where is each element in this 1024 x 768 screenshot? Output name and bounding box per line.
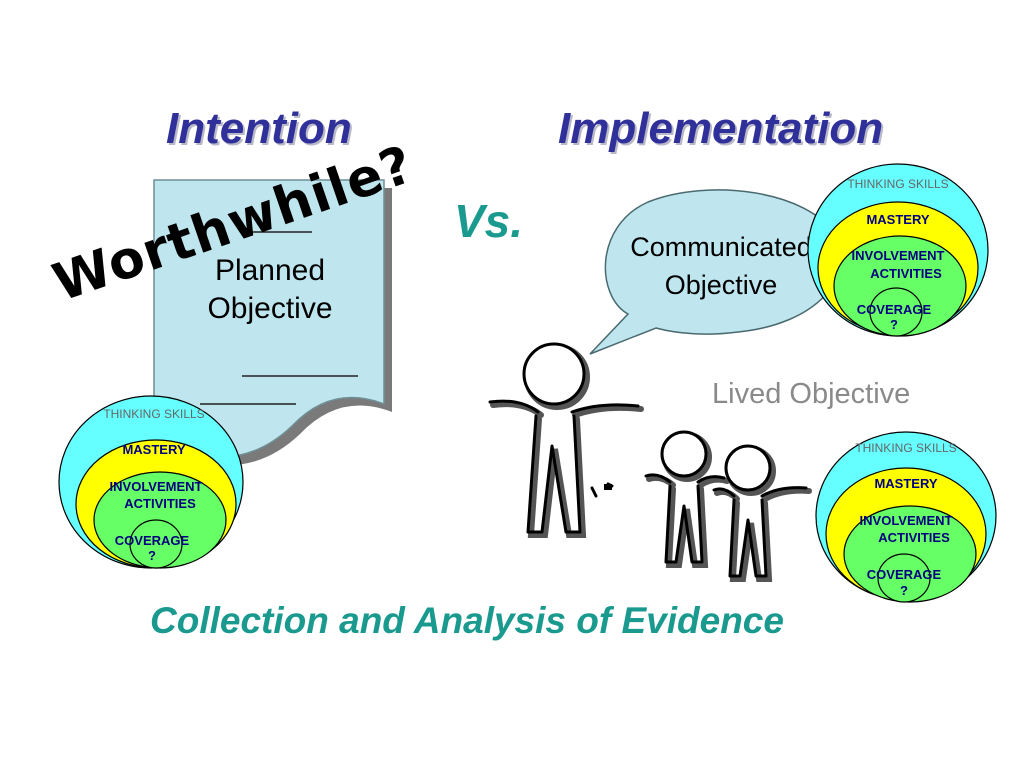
heading-implementation: Implementation bbox=[558, 104, 884, 153]
speech-line-1: Communicated bbox=[630, 232, 812, 262]
speech-bubble-text: Communicated Objective bbox=[606, 228, 836, 304]
label-question-mark: ? bbox=[900, 583, 908, 598]
label-coverage: COVERAGE bbox=[857, 302, 932, 317]
target-diagram-left: THINKING SKILLS MASTERY INVOLVEMENT ACTI… bbox=[58, 395, 244, 569]
lived-objective-label: Lived Objective bbox=[712, 378, 911, 410]
label-thinking-skills: THINKING SKILLS bbox=[847, 177, 948, 191]
target-diagram-top-right: THINKING SKILLS MASTERY INVOLVEMENT ACTI… bbox=[807, 163, 989, 337]
document-line-2: Objective bbox=[207, 292, 333, 325]
ring-coverage bbox=[877, 553, 931, 603]
label-thinking-skills: THINKING SKILLS bbox=[855, 441, 956, 455]
label-mastery: MASTERY bbox=[874, 476, 937, 491]
label-mastery: MASTERY bbox=[866, 212, 929, 227]
stick-figures bbox=[488, 342, 812, 582]
heading-intention: Intention bbox=[166, 104, 352, 153]
label-question-mark: ? bbox=[148, 548, 156, 563]
document-text: Planned Objective bbox=[150, 252, 390, 328]
label-involvement: INVOLVEMENT bbox=[110, 479, 203, 494]
label-mastery: MASTERY bbox=[122, 442, 185, 457]
label-thinking-skills: THINKING SKILLS bbox=[103, 407, 204, 421]
planned-objective-document bbox=[153, 179, 392, 466]
label-activities: ACTIVITIES bbox=[870, 266, 942, 281]
label-coverage: COVERAGE bbox=[115, 533, 190, 548]
target-diagram-bottom-right: THINKING SKILLS MASTERY INVOLVEMENT ACTI… bbox=[815, 431, 997, 603]
label-activities: ACTIVITIES bbox=[124, 496, 196, 511]
ring-coverage bbox=[869, 287, 923, 337]
label-coverage: COVERAGE bbox=[867, 567, 942, 582]
document-line-1: Planned bbox=[214, 254, 326, 287]
label-involvement: INVOLVEMENT bbox=[852, 248, 945, 263]
label-activities: ACTIVITIES bbox=[878, 530, 950, 545]
footer-caption: Collection and Analysis of Evidence bbox=[150, 600, 784, 641]
ring-coverage bbox=[129, 519, 183, 569]
label-question-mark: ? bbox=[890, 317, 898, 332]
vs-label: Vs. bbox=[454, 195, 524, 247]
label-involvement: INVOLVEMENT bbox=[860, 513, 953, 528]
speech-line-2: Objective bbox=[664, 270, 778, 300]
